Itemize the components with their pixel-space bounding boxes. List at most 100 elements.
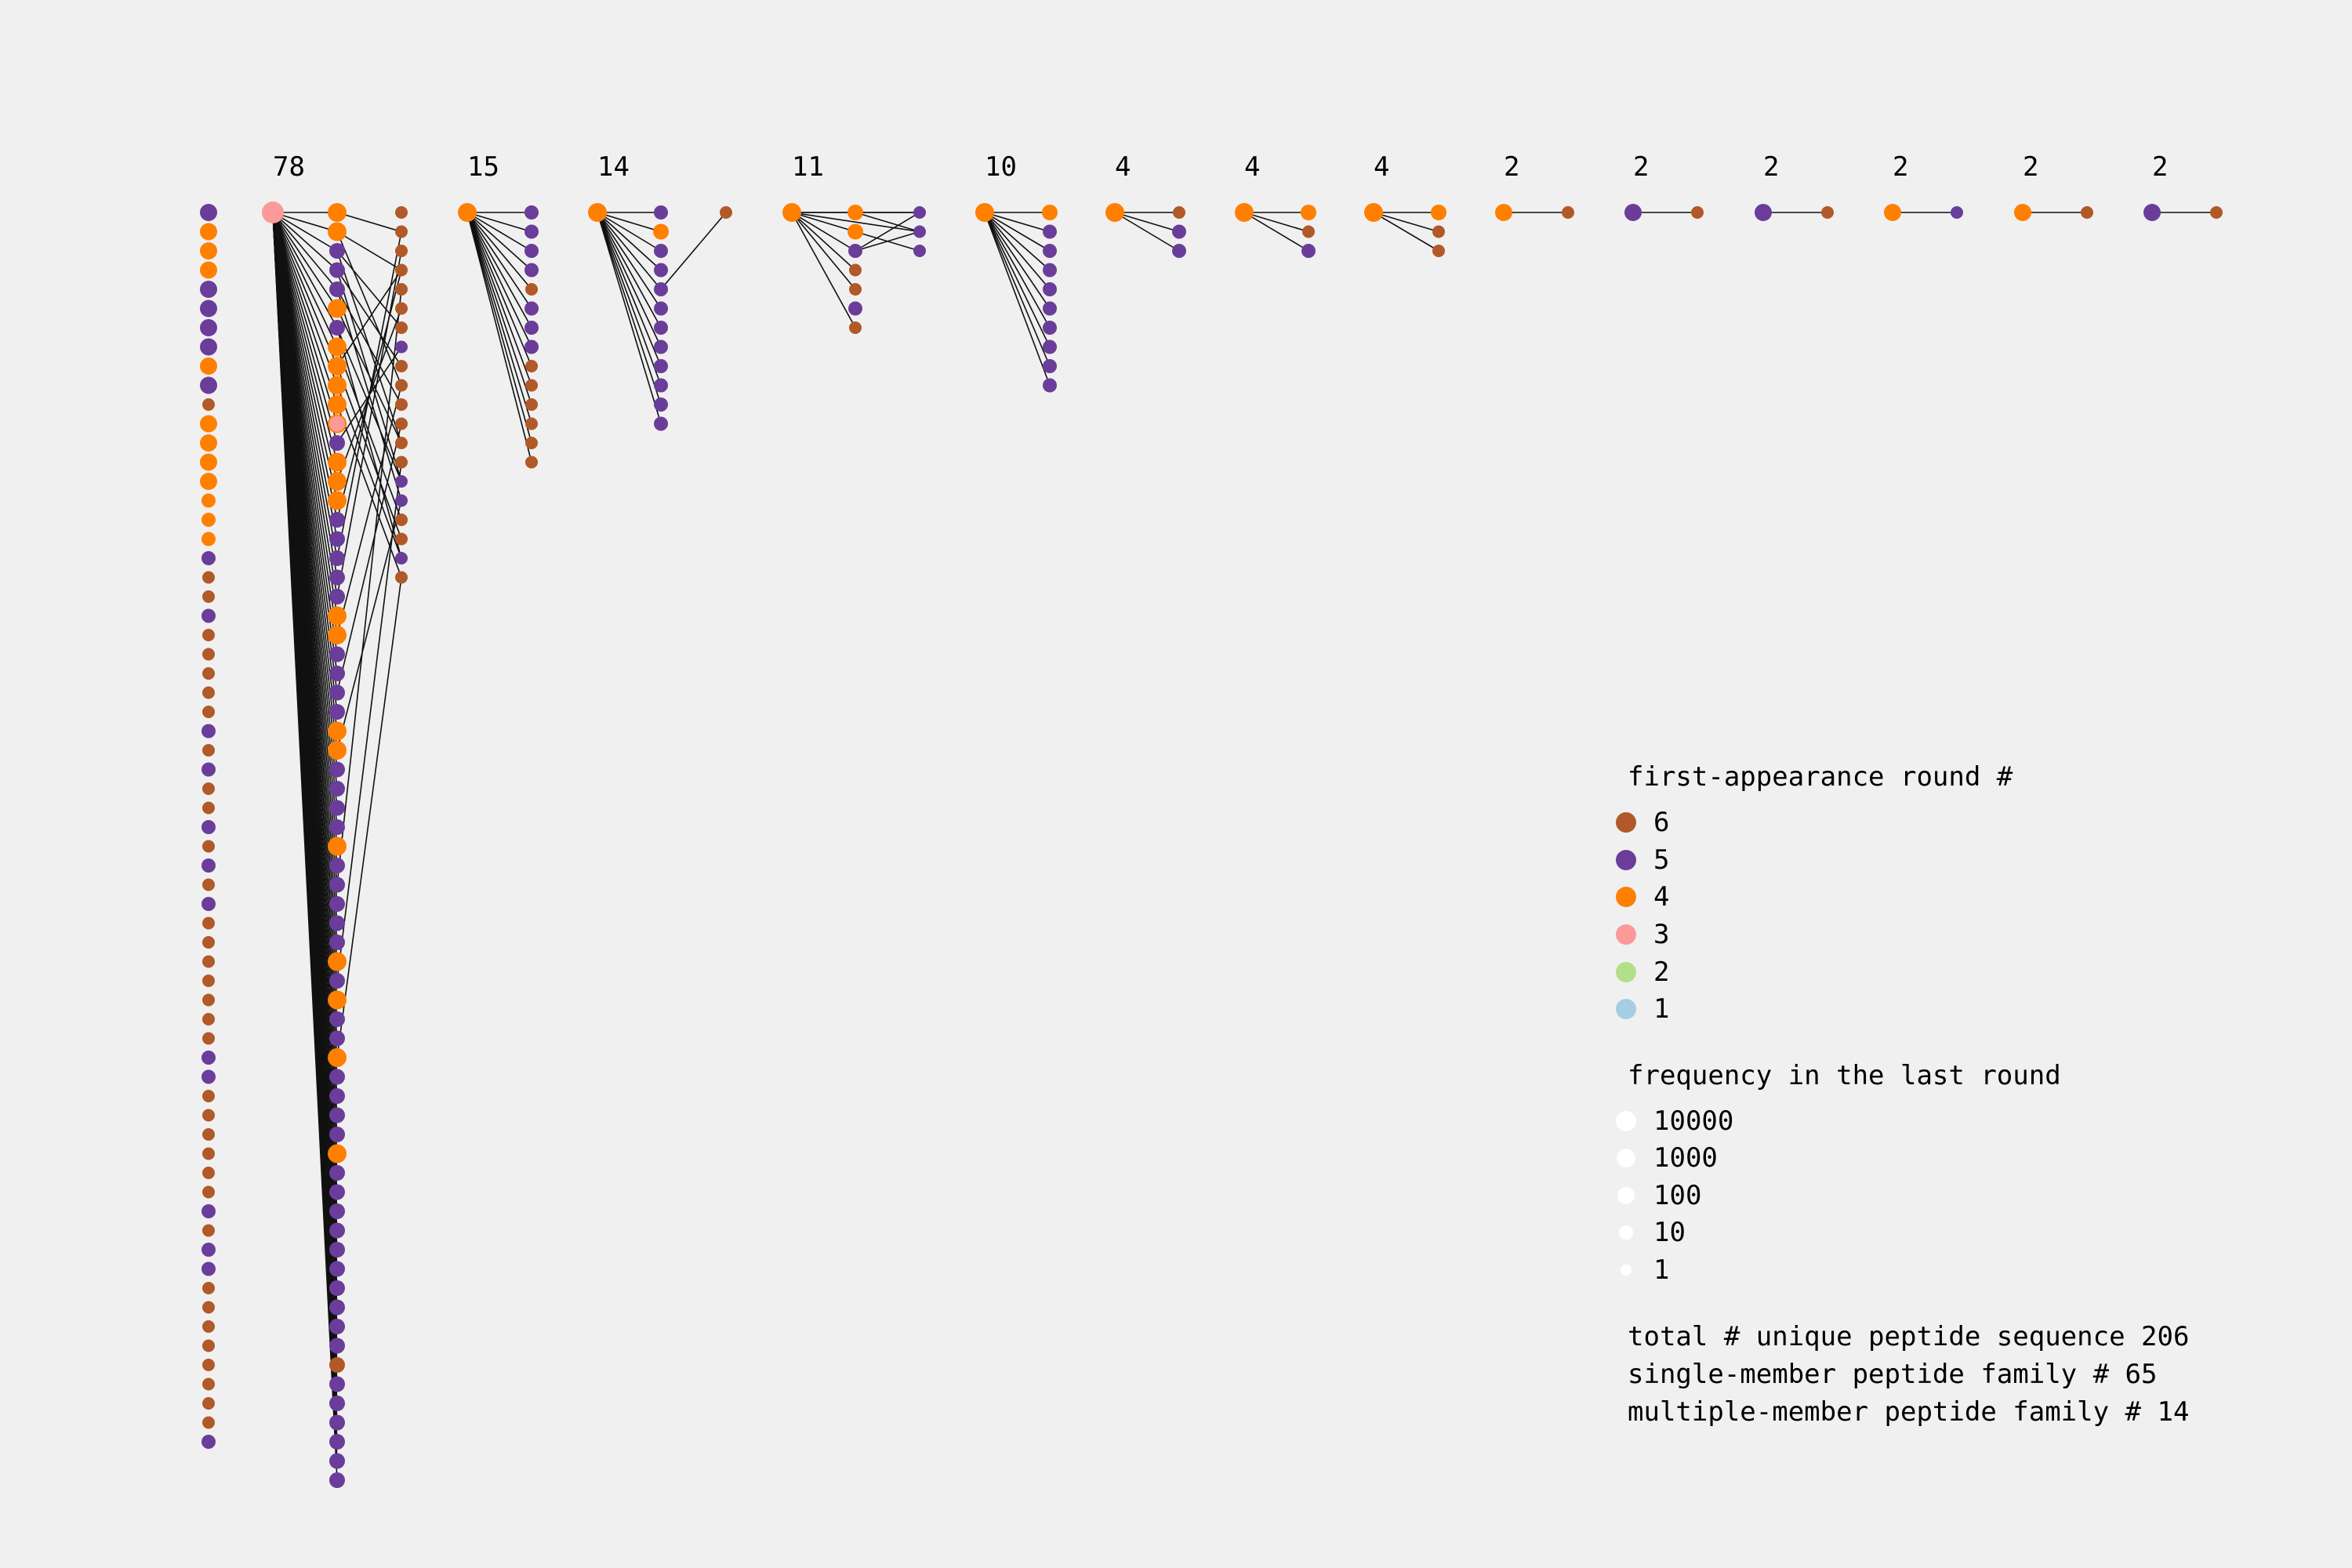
similarity-edge	[336, 327, 402, 482]
peptide-node	[395, 340, 408, 354]
similarity-edge	[272, 212, 338, 386]
similarity-edge	[984, 212, 1051, 309]
peptide-node	[200, 473, 217, 490]
similarity-edge	[336, 270, 402, 482]
peptide-node	[1043, 263, 1057, 278]
peptide-node	[201, 1435, 216, 1449]
similarity-edge	[1243, 212, 1309, 252]
peptide-node	[329, 1088, 345, 1104]
peptide-node	[202, 1339, 215, 1352]
peptide-node	[653, 223, 669, 240]
peptide-node	[525, 456, 538, 469]
summary-multiple: multiple-member peptide family # 14	[1628, 1396, 2189, 1428]
similarity-edge	[466, 212, 532, 271]
peptide-node	[202, 1013, 215, 1025]
similarity-edge	[336, 270, 402, 367]
peptide-node	[395, 360, 408, 372]
peptide-node	[329, 262, 345, 278]
edge-layer	[272, 212, 2216, 1481]
peptide-node	[329, 416, 345, 432]
peptide-node	[525, 360, 538, 372]
family-count-label: 2	[1633, 151, 1649, 183]
peptide-node	[202, 706, 215, 718]
similarity-edge	[272, 212, 338, 271]
peptide-node	[329, 1261, 345, 1277]
legend-frequency-item: 1000	[1617, 1142, 1718, 1174]
similarity-edge	[984, 212, 1051, 328]
peptide-node	[329, 684, 345, 701]
peptide-node	[395, 302, 408, 315]
peptide-node	[2081, 206, 2093, 219]
peptide-node	[201, 724, 216, 739]
peptide-node	[1301, 244, 1316, 258]
peptide-node	[329, 1127, 345, 1142]
peptide-node	[395, 379, 408, 392]
similarity-edge	[791, 212, 856, 328]
peptide-node	[328, 452, 347, 472]
peptide-node	[202, 629, 215, 641]
similarity-edge	[791, 212, 856, 252]
similarity-edge	[272, 212, 338, 444]
peptide-node	[201, 858, 216, 873]
peptide-node	[328, 376, 347, 395]
peptide-node	[913, 225, 926, 238]
similarity-edge	[855, 212, 920, 252]
similarity-edge	[791, 212, 920, 233]
peptide-node	[524, 244, 539, 258]
peptide-node	[329, 1242, 345, 1258]
similarity-edge	[272, 212, 338, 405]
similarity-edge	[272, 212, 338, 252]
peptide-node	[200, 338, 217, 356]
similarity-edge	[336, 327, 402, 559]
peptide-node	[202, 1185, 215, 1199]
peptide-node	[201, 532, 216, 546]
similarity-edge	[466, 212, 532, 367]
peptide-node	[1951, 206, 1963, 219]
peptide-node	[329, 819, 345, 835]
peptide-node	[202, 840, 215, 853]
peptide-node	[329, 1338, 345, 1354]
peptide-node	[202, 1147, 215, 1160]
peptide-node	[329, 1357, 345, 1373]
similarity-edge	[272, 212, 338, 367]
peptide-node	[654, 321, 668, 335]
peptide-node	[329, 781, 345, 797]
peptide-node	[202, 1320, 215, 1333]
peptide-node	[1431, 205, 1446, 220]
similarity-edge	[466, 212, 532, 405]
peptide-node	[329, 1299, 345, 1316]
peptide-node	[328, 952, 347, 971]
peptide-node	[202, 782, 215, 795]
peptide-node	[200, 434, 217, 452]
peptide-node	[525, 379, 538, 392]
peptide-node	[395, 475, 408, 488]
peptide-node	[329, 320, 345, 336]
peptide-node	[329, 761, 345, 778]
similarity-edge	[336, 230, 402, 271]
legend-frequency-item: 10000	[1616, 1105, 1733, 1137]
similarity-edge	[466, 212, 532, 290]
similarity-edge	[984, 212, 1051, 233]
legend-frequency-label: 10000	[1653, 1105, 1733, 1137]
peptide-node	[329, 666, 345, 681]
peptide-node	[848, 301, 862, 316]
peptide-node	[849, 321, 862, 334]
similarity-edge	[336, 231, 402, 386]
similarity-edge	[272, 212, 338, 463]
similarity-edge	[855, 212, 920, 233]
legend-round-item: 2	[1616, 956, 1669, 988]
similarity-edge	[597, 212, 662, 405]
peptide-node	[848, 205, 863, 220]
peptide-node	[524, 263, 539, 278]
peptide-node	[202, 648, 215, 661]
peptide-node	[329, 1030, 345, 1047]
peptide-node	[1172, 244, 1186, 258]
legend-round-label: 3	[1653, 919, 1669, 950]
peptide-node	[1172, 224, 1186, 239]
peptide-node	[654, 282, 668, 296]
peptide-node	[262, 201, 284, 223]
peptide-node	[395, 283, 408, 296]
similarity-edge	[855, 230, 920, 252]
peptide-node	[328, 357, 347, 376]
peptide-node	[202, 955, 215, 968]
